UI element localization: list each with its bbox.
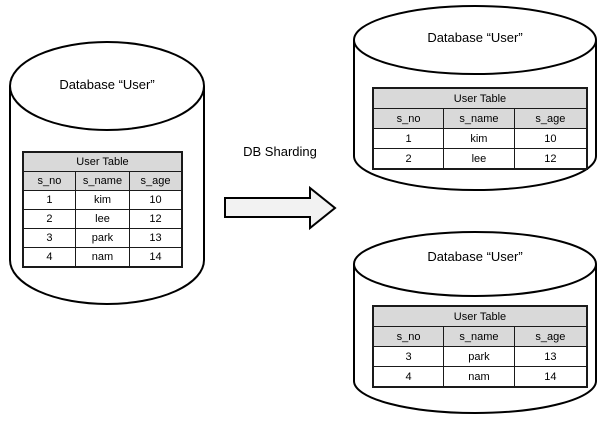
table-title-cell: User Table [22, 151, 183, 172]
source-database-group: Database “User” User Table s_no s_name s… [8, 40, 206, 306]
right-arrow-icon [224, 185, 337, 231]
table-cell: 10 [129, 190, 183, 210]
table-cell: park [74, 228, 131, 248]
table-cell: 12 [513, 148, 588, 170]
table-header-cell: s_age [129, 171, 183, 191]
table-cell: 2 [22, 209, 76, 229]
table-row: 3 park 13 [372, 346, 588, 367]
table-row: 1 kim 10 [372, 128, 588, 149]
database-title: Database “User” [427, 249, 523, 264]
table-cell: lee [74, 209, 131, 229]
table-cell: nam [74, 247, 131, 268]
table-cell: nam [443, 366, 515, 388]
table-title-cell: User Table [372, 87, 588, 109]
shard1-database-group: Database “User” User Table s_no s_name s… [352, 4, 598, 196]
table-cell: 14 [513, 366, 588, 388]
table-cell: 4 [22, 247, 76, 268]
table-row: 3 park 13 [22, 228, 183, 248]
table-row: 4 nam 14 [22, 247, 183, 268]
table-header-row: s_no s_name s_age [372, 326, 588, 347]
table-cell: 3 [372, 346, 445, 367]
table-row: 1 kim 10 [22, 190, 183, 210]
table-header-cell: s_no [372, 108, 445, 129]
table-cell: 13 [129, 228, 183, 248]
table-cell: 13 [513, 346, 588, 367]
source-user-table: User Table s_no s_name s_age 1 kim 10 2 … [22, 151, 183, 268]
table-title-row: User Table [22, 151, 183, 172]
table-header-cell: s_name [74, 171, 131, 191]
table-cell: 4 [372, 366, 445, 388]
database-title: Database “User” [427, 30, 523, 45]
table-row: 2 lee 12 [22, 209, 183, 229]
table-cell: 2 [372, 148, 445, 170]
table-header-cell: s_age [513, 326, 588, 347]
table-cell: lee [443, 148, 515, 170]
table-header-cell: s_no [372, 326, 445, 347]
table-header-cell: s_name [443, 108, 515, 129]
table-header-row: s_no s_name s_age [372, 108, 588, 129]
table-cell: 3 [22, 228, 76, 248]
shard1-user-table: User Table s_no s_name s_age 1 kim 10 2 … [372, 87, 588, 170]
table-header-row: s_no s_name s_age [22, 171, 183, 191]
database-title: Database “User” [59, 77, 155, 92]
table-cell: 12 [129, 209, 183, 229]
table-header-cell: s_no [22, 171, 76, 191]
table-cell: 14 [129, 247, 183, 268]
table-cell: kim [74, 190, 131, 210]
table-cell: park [443, 346, 515, 367]
table-cell: 1 [22, 190, 76, 210]
table-header-cell: s_name [443, 326, 515, 347]
table-cell: 10 [513, 128, 588, 149]
table-title-cell: User Table [372, 305, 588, 327]
shard2-database-group: Database “User” User Table s_no s_name s… [352, 228, 598, 418]
table-title-row: User Table [372, 305, 588, 327]
table-title-row: User Table [372, 87, 588, 109]
sharding-label: DB Sharding [243, 144, 317, 159]
table-row: 2 lee 12 [372, 148, 588, 170]
table-row: 4 nam 14 [372, 366, 588, 388]
table-cell: 1 [372, 128, 445, 149]
shard2-user-table: User Table s_no s_name s_age 3 park 13 4… [372, 305, 588, 388]
table-cell: kim [443, 128, 515, 149]
table-header-cell: s_age [513, 108, 588, 129]
